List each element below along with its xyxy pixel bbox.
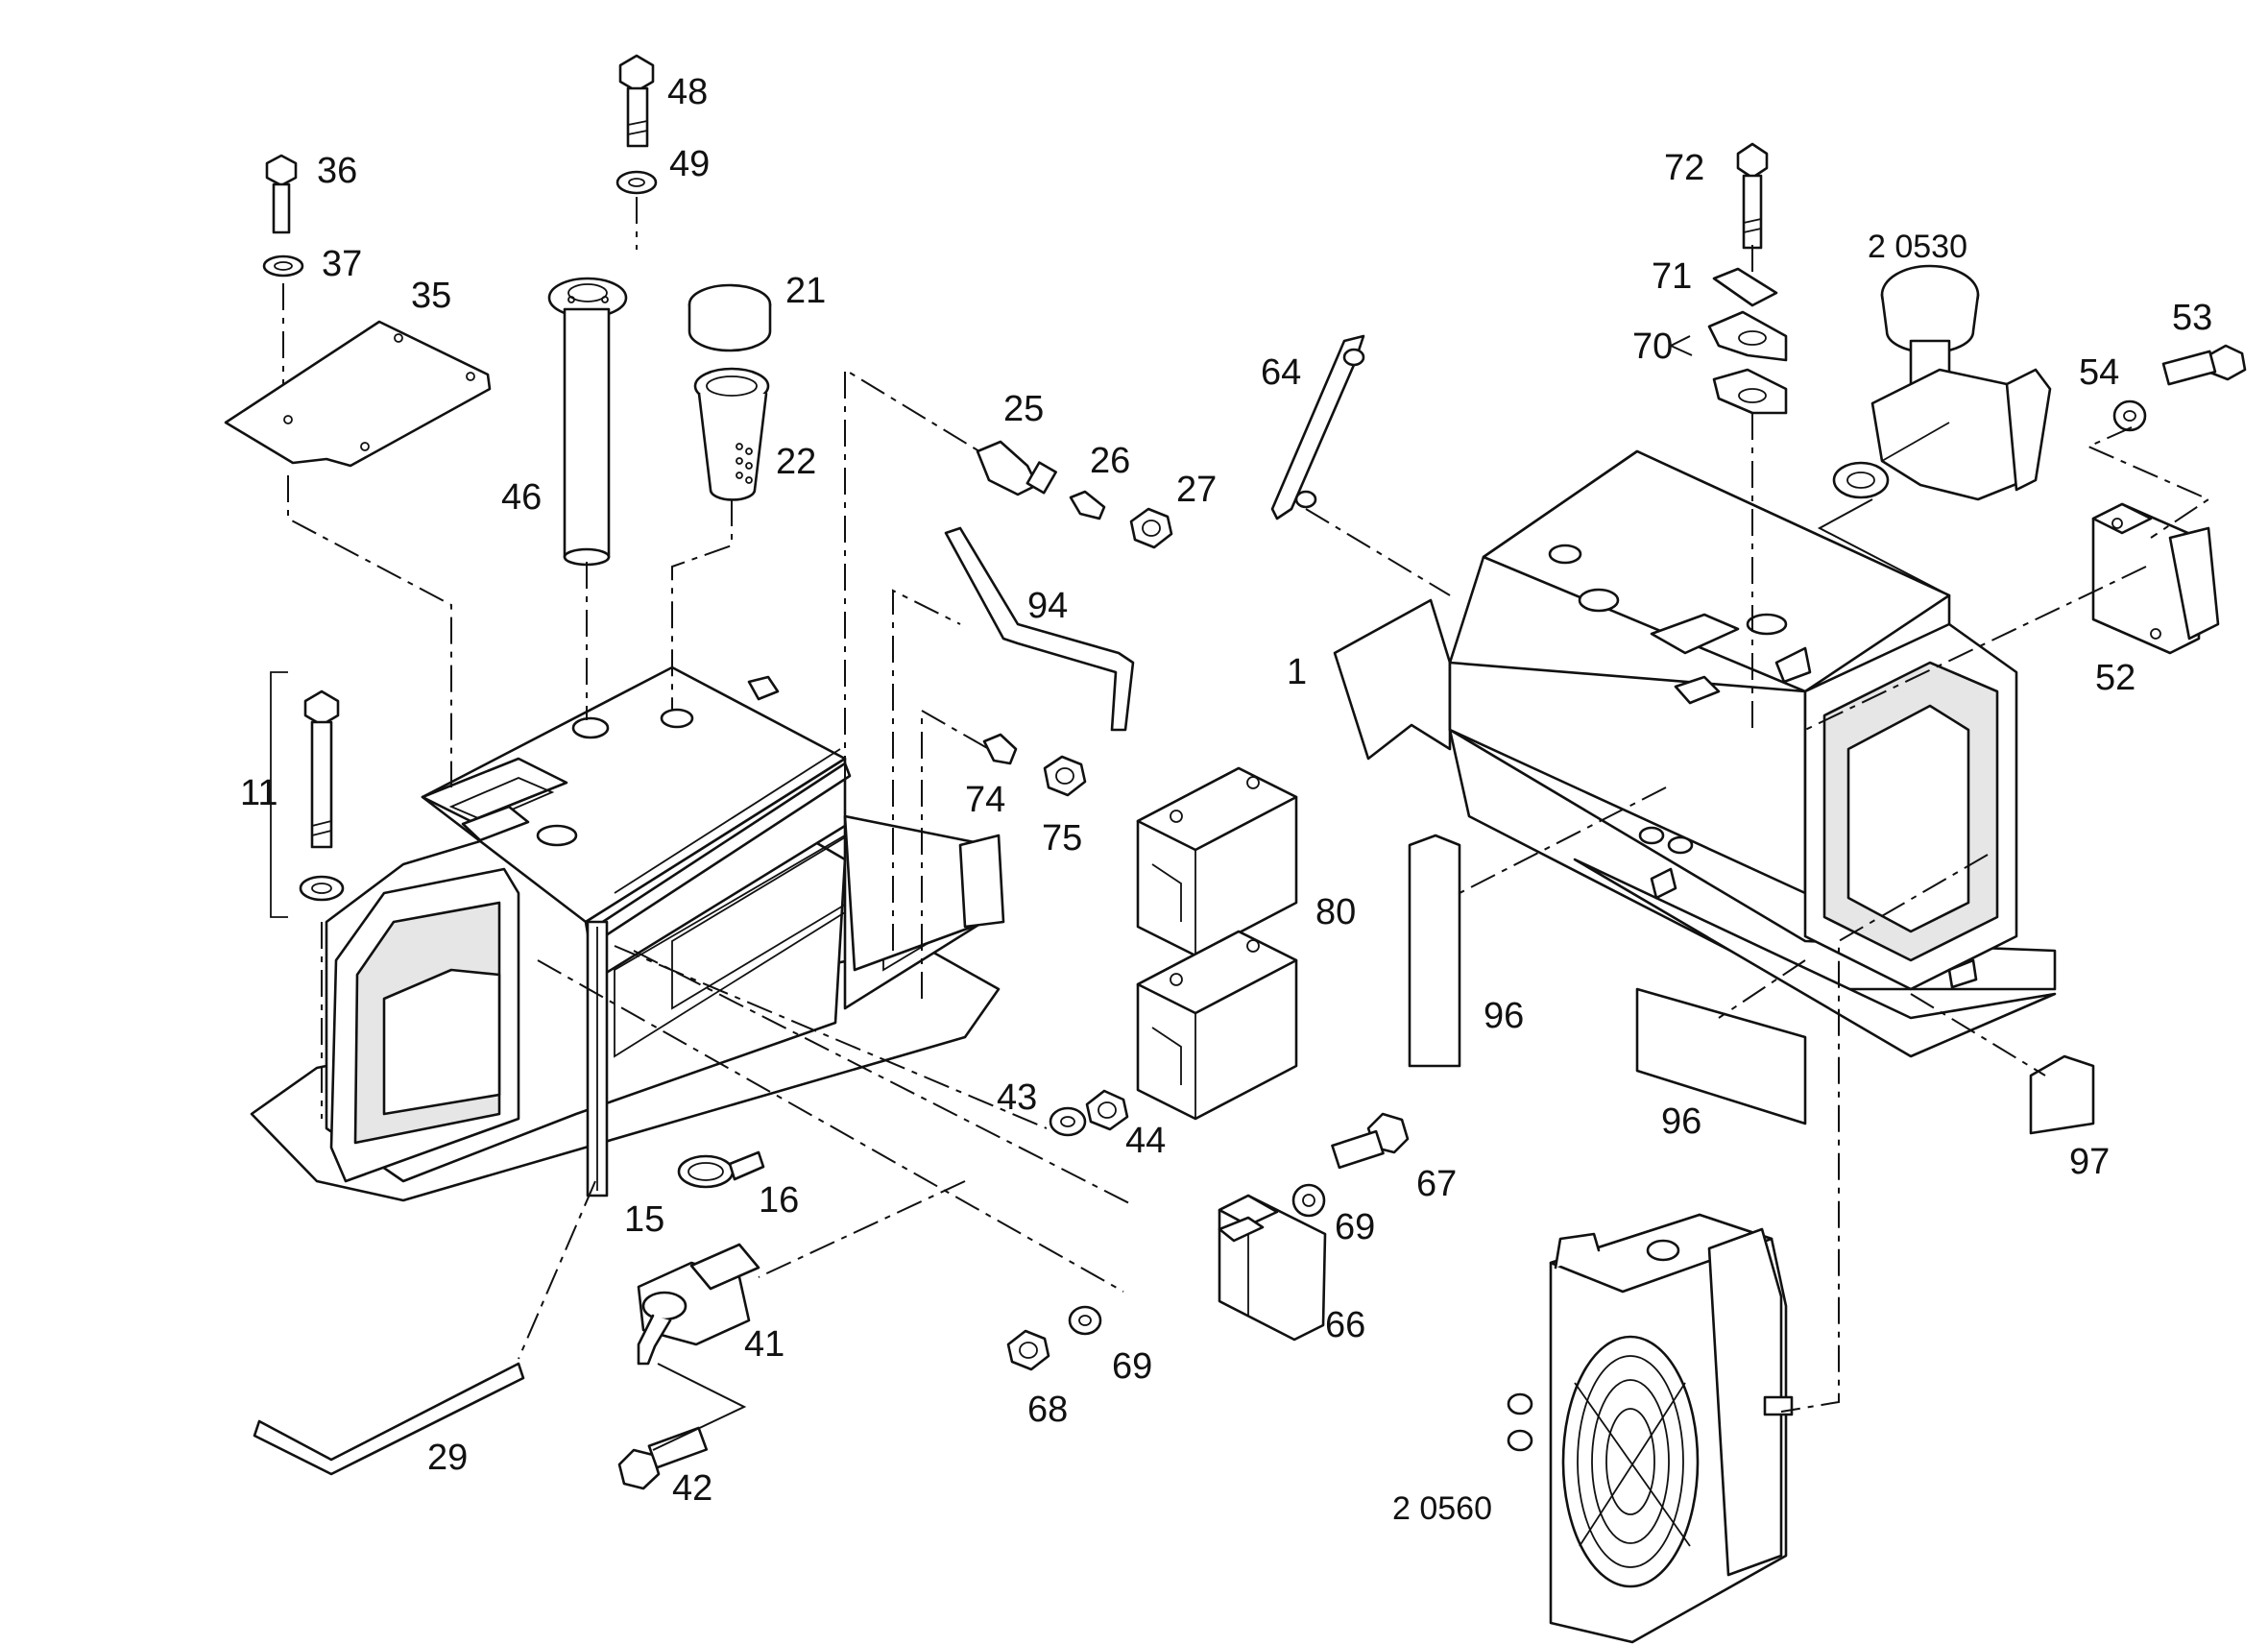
bolt-36-washer-37 (262, 154, 304, 278)
label-35: 35 (411, 276, 451, 316)
sender-46 (547, 277, 628, 567)
fitting-74 (982, 733, 1018, 765)
nut-27 (1129, 507, 1173, 549)
label-96-horizontal: 96 (1661, 1101, 1701, 1142)
battery-80-lower (1136, 930, 1298, 1121)
battery-80-upper (1136, 766, 1298, 957)
label-72: 72 (1664, 148, 1704, 188)
hose-29 (253, 1362, 525, 1476)
label-29: 29 (427, 1438, 468, 1478)
washer-69-lower (1068, 1305, 1102, 1336)
label-11: 11 (240, 773, 277, 813)
nut-75 (1043, 755, 1087, 797)
bracket-64 (1270, 334, 1365, 520)
fitting-25 (976, 440, 1057, 496)
air-cleaner-20530 (1832, 264, 2052, 501)
plate-71 (1712, 267, 1778, 307)
clamp-70 (1707, 310, 1788, 415)
strip-96-vertical (1408, 834, 1461, 1068)
label-66: 66 (1325, 1305, 1365, 1345)
pad-97 (2029, 1054, 2095, 1135)
label-41: 41 (744, 1324, 784, 1365)
label-69-upper: 69 (1335, 1207, 1375, 1247)
label-80: 80 (1315, 892, 1356, 932)
label-27: 27 (1176, 470, 1217, 510)
bolt-11 (299, 689, 345, 902)
label-54: 54 (2079, 352, 2119, 393)
label-16: 16 (759, 1180, 799, 1221)
bolt-53 (2161, 344, 2247, 386)
label-37: 37 (322, 244, 362, 284)
label-64: 64 (1261, 352, 1301, 393)
washer-43 (1049, 1106, 1087, 1137)
label-52: 52 (2095, 658, 2135, 698)
bracket-52 (2091, 502, 2220, 655)
switch-41 (637, 1243, 760, 1366)
label-71: 71 (1652, 256, 1692, 297)
label-48: 48 (667, 72, 708, 112)
label-69-lower: 69 (1112, 1346, 1152, 1387)
label-26: 26 (1090, 441, 1130, 481)
label-22: 22 (776, 442, 816, 482)
strainer-22 (693, 367, 770, 501)
label-15: 15 (624, 1199, 664, 1240)
strip-96-horizontal (1635, 987, 1807, 1125)
washer-54 (2112, 399, 2147, 432)
label-70: 70 (1632, 327, 1673, 367)
washer-69-upper (1291, 1183, 1326, 1218)
bracket-94 (944, 526, 1135, 732)
label-1: 1 (1287, 652, 1307, 692)
nut-68 (1006, 1329, 1050, 1371)
label-36: 36 (317, 151, 357, 191)
bolt-48-washer-49 (615, 54, 658, 195)
part-labels: 1 11 15 16 21 22 25 26 27 29 35 36 37 41… (240, 72, 2212, 1527)
label-97: 97 (2069, 1142, 2110, 1182)
label-44: 44 (1125, 1121, 1166, 1161)
label-74: 74 (965, 780, 1005, 820)
label-94: 94 (1027, 586, 1068, 626)
label-ref-20530: 2 0530 (1868, 229, 1967, 265)
label-75: 75 (1042, 818, 1082, 859)
label-96-vertical: 96 (1484, 996, 1524, 1036)
radiator-20560 (1507, 1213, 1794, 1644)
left-tank-frame (250, 665, 1005, 1202)
label-67: 67 (1416, 1164, 1457, 1204)
nut-44 (1085, 1089, 1129, 1131)
fitting-26 (1069, 490, 1106, 520)
label-42: 42 (672, 1468, 712, 1509)
label-ref-20560: 2 0560 (1392, 1490, 1492, 1527)
bolt-67 (1331, 1112, 1410, 1170)
label-21: 21 (785, 271, 826, 311)
label-53: 53 (2172, 298, 2212, 338)
bolt-72 (1736, 142, 1769, 250)
bracket-66 (1218, 1194, 1327, 1342)
label-46: 46 (501, 477, 542, 518)
label-49: 49 (669, 144, 710, 184)
label-43: 43 (997, 1077, 1037, 1118)
bolt-42 (617, 1426, 709, 1490)
label-68: 68 (1027, 1390, 1068, 1430)
leader-lines (282, 197, 2211, 1451)
cap-21 (688, 283, 772, 352)
label-25: 25 (1003, 389, 1044, 429)
clamp-16 (677, 1150, 765, 1189)
plate-35 (224, 320, 492, 468)
right-housing-1 (1333, 449, 2057, 1058)
